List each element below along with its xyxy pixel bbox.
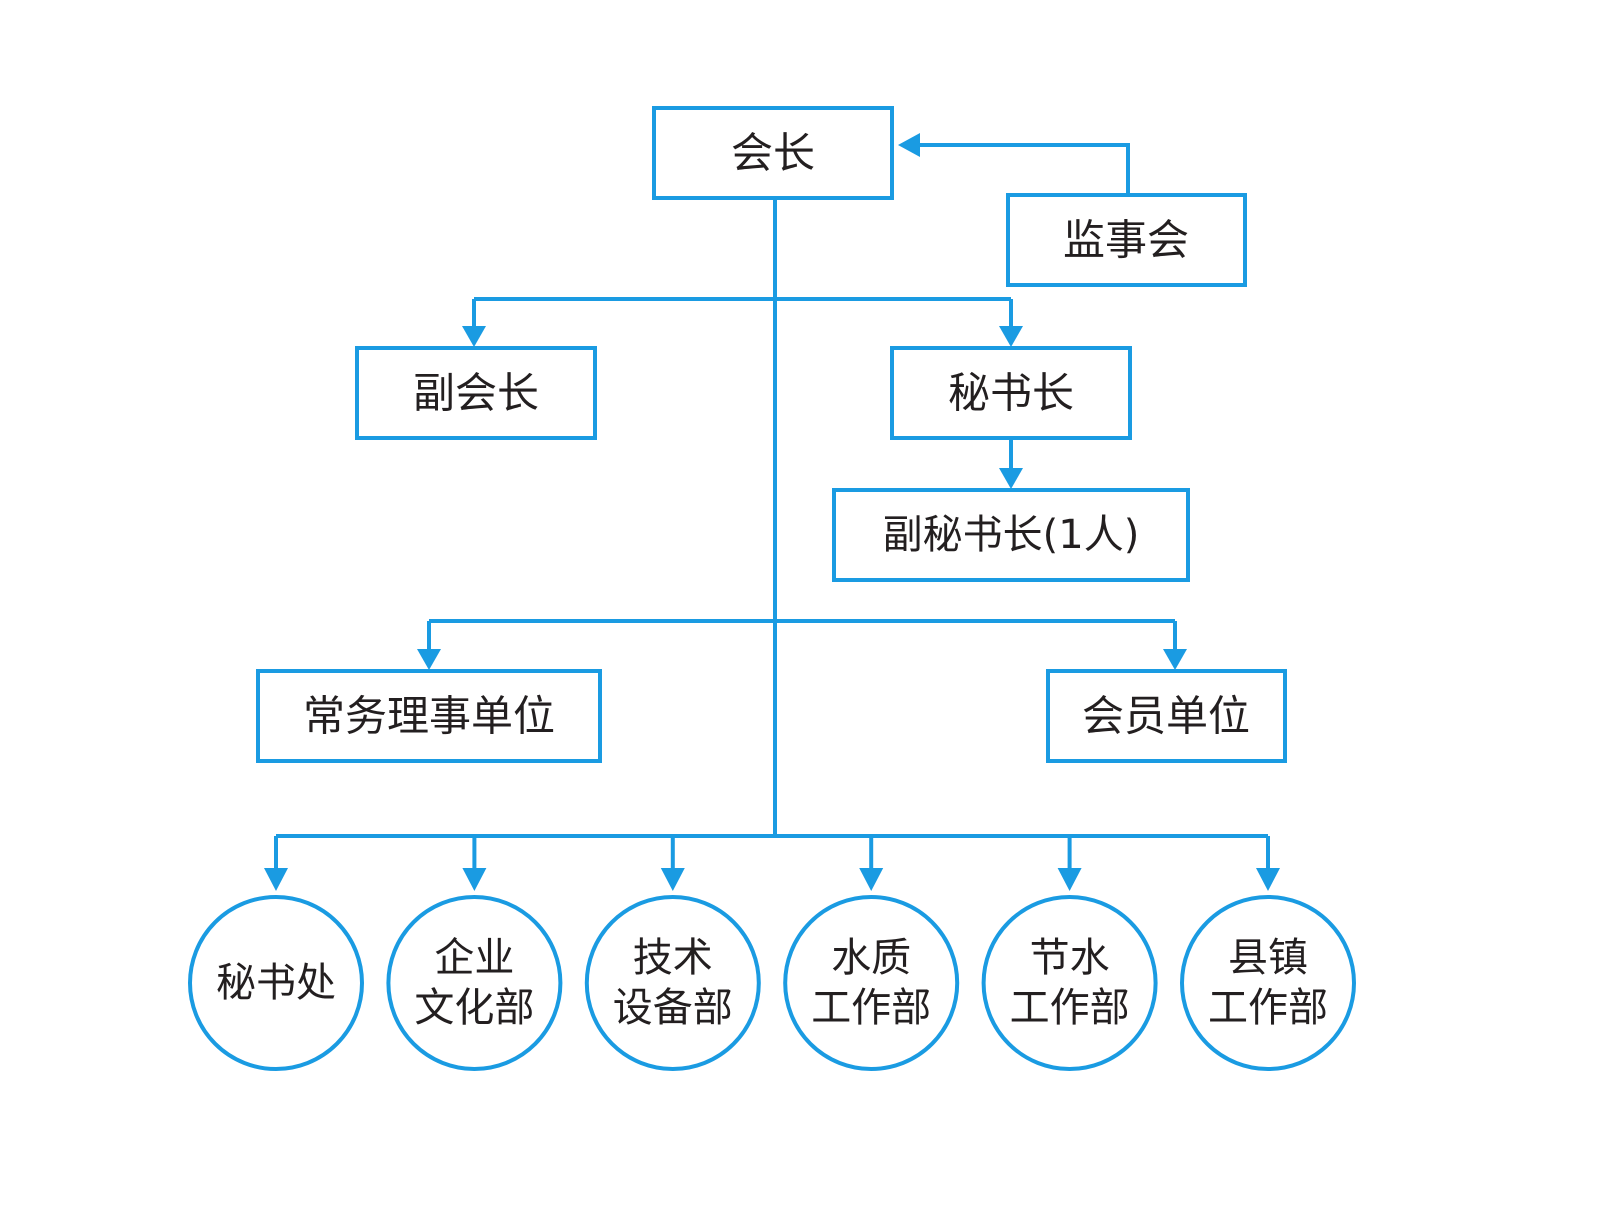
department-label-line: 秘书处 (216, 960, 336, 1006)
department-circle (386, 895, 563, 1071)
department-arrow (1057, 868, 1082, 891)
department-arrow (264, 868, 288, 891)
supervisory-connector (915, 143, 1130, 194)
department-drops (264, 836, 1280, 891)
arrow-executive (417, 649, 441, 670)
node-supervisory-board: 监事会 (1006, 193, 1247, 287)
department-circle (981, 895, 1158, 1071)
node-member-units-label: 会员单位 (1082, 692, 1250, 741)
department-arrow (462, 868, 487, 891)
department-label-line: 水质 (831, 935, 911, 981)
supervisory-arrow (898, 133, 920, 157)
connectors (264, 133, 1280, 891)
node-president-label: 会长 (731, 129, 815, 178)
department-label-line: 设备部 (613, 985, 733, 1031)
department-arrow (859, 868, 884, 891)
node-vice-president: 副会长 (355, 346, 597, 440)
department-circle (188, 895, 364, 1071)
department-label-line: 县镇 (1228, 935, 1308, 981)
node-deputy-secretary-general-label: 副秘书长(1人) (883, 512, 1140, 558)
department-label-line: 企业 (434, 935, 514, 981)
node-supervisory-board-label: 监事会 (1063, 216, 1189, 265)
node-vice-president-label: 副会长 (413, 369, 539, 418)
department-node: 秘书处 (188, 895, 364, 1071)
arrow-member (1163, 649, 1187, 670)
department-label-line: 工作部 (1010, 985, 1130, 1031)
department-label-line: 技术 (633, 935, 713, 981)
node-president: 会长 (652, 106, 894, 200)
department-label-line: 文化部 (414, 985, 534, 1031)
department-arrow (1256, 868, 1280, 891)
department-circle (1180, 895, 1356, 1071)
department-arrow (660, 868, 685, 891)
department-label-line: 节水 (1030, 935, 1110, 981)
node-secretary-general: 秘书长 (890, 346, 1132, 440)
node-executive-council-units: 常务理事单位 (256, 669, 602, 763)
arrow-deputy (999, 468, 1023, 489)
department-label-line: 工作部 (1208, 985, 1328, 1031)
arrow-secretary-general (999, 326, 1023, 347)
department-label-line: 工作部 (811, 985, 931, 1031)
node-executive-council-units-label: 常务理事单位 (303, 692, 555, 741)
node-secretary-general-label: 秘书长 (948, 369, 1074, 418)
department-circle (783, 895, 960, 1071)
node-deputy-secretary-general: 副秘书长(1人) (832, 488, 1190, 582)
arrow-vice-president (462, 326, 486, 347)
node-member-units: 会员单位 (1046, 669, 1287, 763)
department-circle (584, 895, 761, 1071)
